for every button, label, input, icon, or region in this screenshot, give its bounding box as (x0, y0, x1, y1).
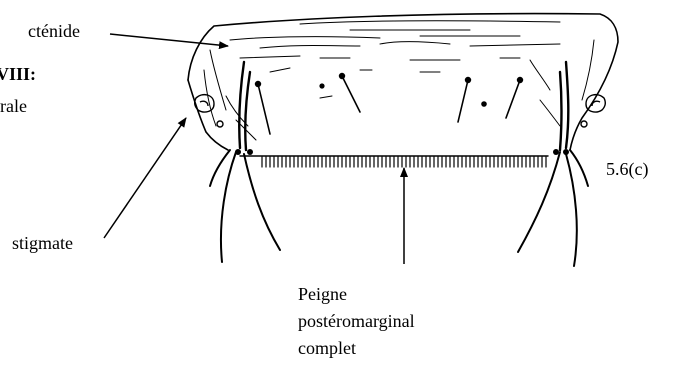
surface-sculpture (204, 21, 594, 140)
label-segment-fragment: VIII: (0, 64, 36, 85)
ctenide-arrow (110, 34, 228, 46)
segment-outline (188, 14, 618, 156)
label-ventrale-fragment: rale (0, 96, 27, 117)
stigmate-arrow (104, 118, 186, 238)
lateral-ridges (239, 62, 568, 150)
posteromarginal-comb (262, 157, 546, 167)
long-setae-bases (235, 149, 569, 155)
long-setae (210, 150, 588, 266)
figure-number: 5.6(c) (606, 159, 648, 180)
label-peigne-line2: postéromarginal (298, 311, 415, 332)
small-setae (256, 74, 523, 134)
stigmata (195, 95, 606, 127)
label-stigmate: stigmate (12, 233, 73, 254)
leader-lines (104, 34, 404, 264)
label-peigne-line3: complet (298, 338, 356, 359)
label-peigne-line1: Peigne (298, 284, 347, 305)
label-ctenide: cténide (28, 21, 80, 42)
